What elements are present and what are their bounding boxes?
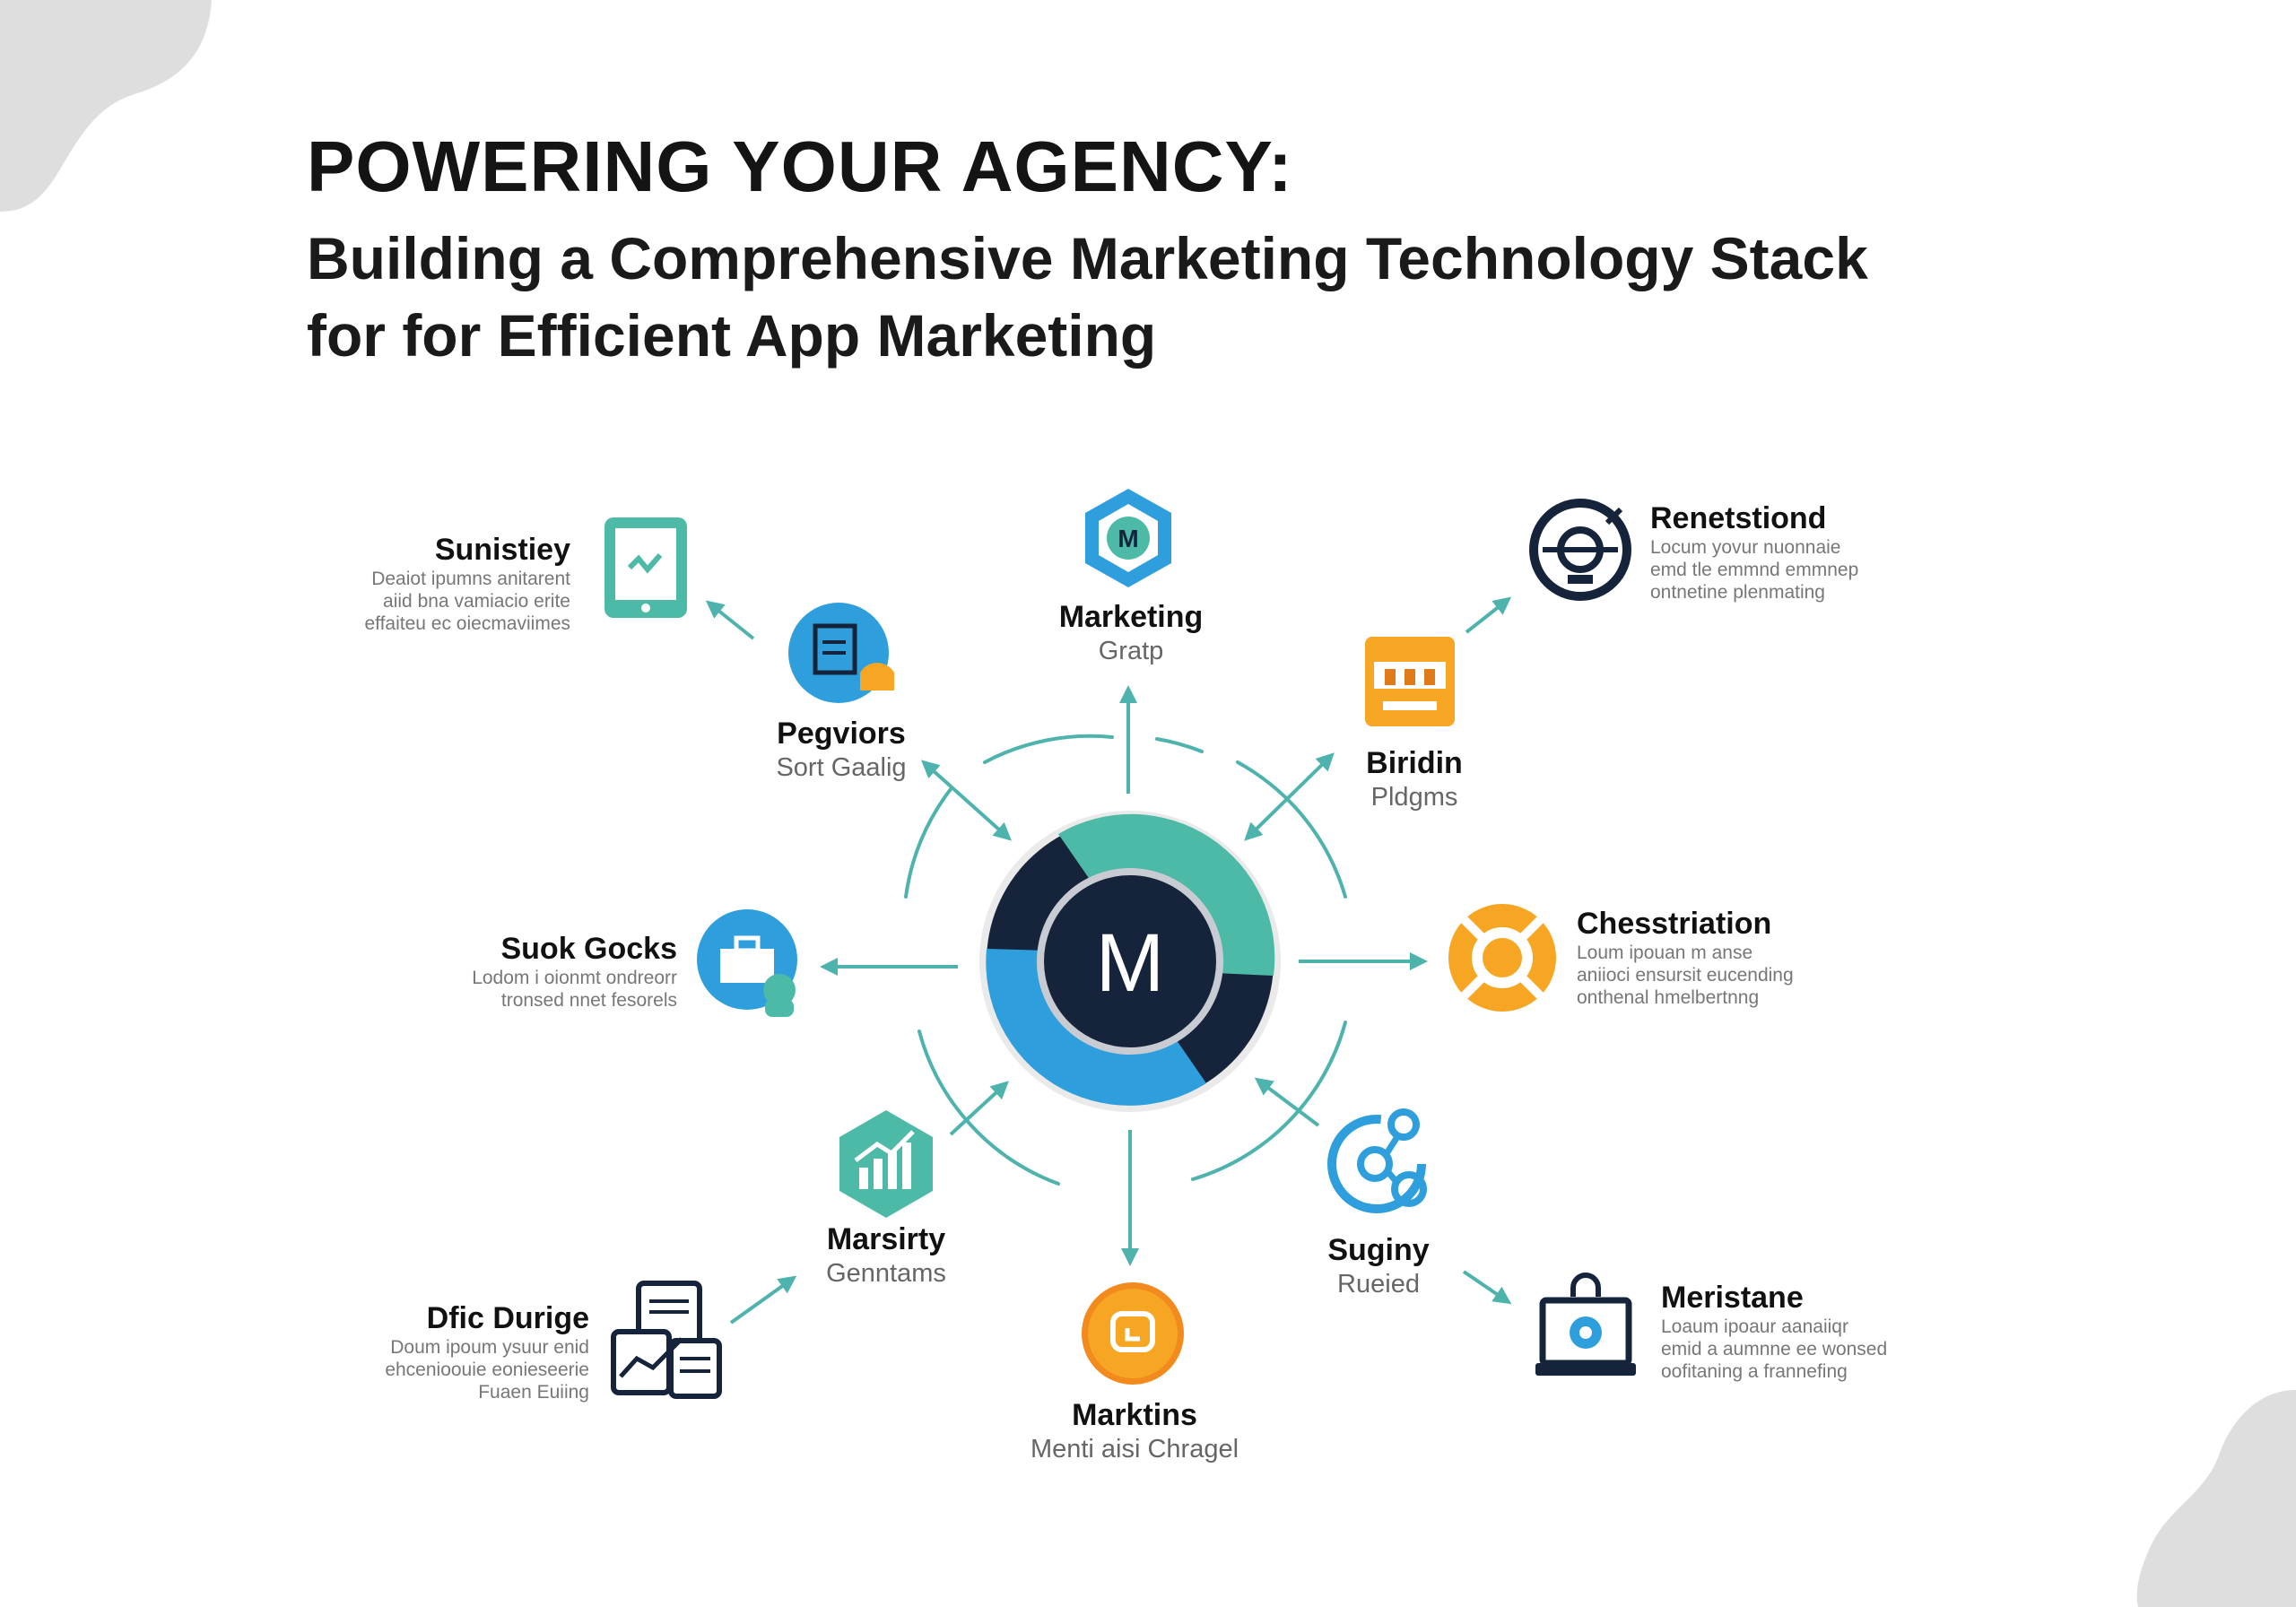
svg-text:M: M xyxy=(1118,525,1138,552)
node-suginy-name: Suginy xyxy=(1327,1233,1430,1267)
hub-segment-teal xyxy=(1058,813,1275,976)
node-sunistiey-desc-3: effaiteu ec oiecmaviimes xyxy=(364,613,570,634)
node-chesstriation: Chesstriation Loum ipouan m anse aniioci… xyxy=(1577,906,1794,1009)
node-meristane-desc-2: emid a aumnne ee wonsed xyxy=(1661,1339,1888,1359)
node-suginy: Suginy Rueied xyxy=(1327,1232,1429,1300)
node-sunistiey: Sunistiey Deaiot ipumns anitarent aiid b… xyxy=(364,532,570,635)
page-title: POWERING YOUR AGENCY: xyxy=(307,126,1293,206)
node-dfic-durige-desc-3: Fuaen Euiing xyxy=(478,1382,589,1403)
connector-arrows xyxy=(705,596,1512,1325)
subtitle-line-2: for for Efficient App Marketing xyxy=(307,302,1157,369)
arrow-suginy xyxy=(1254,1077,1320,1127)
node-chesstriation-desc-1: Loum ipouan m anse xyxy=(1577,942,1753,963)
node-marketing-name: Marketing xyxy=(1058,600,1204,634)
node-suok-gocks-desc-1: Lodom i oionmt ondreorr xyxy=(472,968,677,988)
node-marketing: Marketing Gratp xyxy=(1059,599,1204,667)
network-nodes-icon xyxy=(1327,1108,1427,1213)
node-marktins-sub: Menti aisi Chragel xyxy=(1030,1435,1239,1464)
subtitle-line-1: Building a Comprehensive Marketing Techn… xyxy=(307,225,1868,291)
node-biridin-name: Biridin xyxy=(1366,746,1463,780)
chat-bubble-icon xyxy=(1082,1282,1184,1385)
lifebuoy-icon xyxy=(1448,904,1556,1012)
hexagon-m-icon: M xyxy=(1085,489,1171,587)
node-pegviors: Pegviors Sort Gaalig xyxy=(776,716,906,784)
node-pegviors-name: Pegviors xyxy=(777,717,906,751)
node-meristane: Meristane Loaum ipoaur aanaiiqr emid a a… xyxy=(1661,1280,1887,1383)
arrow-dfic-durige xyxy=(729,1275,797,1325)
node-marsirty-sub: Genntams xyxy=(826,1259,946,1288)
corner-blob-bottom-right xyxy=(2136,1390,2296,1607)
storefront-icon xyxy=(1365,637,1455,726)
node-chesstriation-desc-2: aniioci ensursit eucending xyxy=(1577,965,1794,986)
node-marktins: Marktins Menti aisi Chragel xyxy=(1031,1397,1239,1465)
node-chesstriation-name: Chesstriation xyxy=(1577,907,1772,941)
node-meristane-desc-3: oofitaning a frannefing xyxy=(1661,1361,1848,1382)
node-suginy-sub: Rueied xyxy=(1337,1270,1420,1299)
node-dfic-durige-name: Dfic Durige xyxy=(426,1301,589,1335)
briefcase-person-icon xyxy=(697,909,797,1017)
laptop-lock-icon xyxy=(1535,1273,1636,1376)
page-subtitle: Building a Comprehensive Marketing Techn… xyxy=(307,220,2100,374)
analytics-documents-icon xyxy=(611,1281,722,1399)
node-renetstiond-desc-1: Locum yovur nuonnaie xyxy=(1650,537,1841,558)
tablet-checkmark-icon xyxy=(604,517,687,618)
node-chesstriation-desc-3: onthenal hmelbertnng xyxy=(1577,987,1760,1008)
central-hub: M xyxy=(979,811,1281,1112)
node-suok-gocks-name: Suok Gocks xyxy=(500,932,677,966)
node-renetstiond-desc-3: ontnetine plenmating xyxy=(1650,582,1825,603)
node-marketing-sub: Gratp xyxy=(1098,637,1164,665)
node-meristane-desc-1: Loaum ipoaur aanaiiqr xyxy=(1661,1316,1848,1337)
hub-letter: M xyxy=(1096,917,1165,1009)
node-renetstiond-desc-2: emd tle emmnd emmnep xyxy=(1650,560,1859,580)
arrow-marsirty xyxy=(949,1081,1009,1136)
node-suok-gocks: Suok Gocks Lodom i oionmt ondreorr trons… xyxy=(472,931,677,1012)
arrow-renetstiond xyxy=(1465,596,1512,634)
document-edit-icon xyxy=(788,603,894,703)
node-biridin-sub: Pldgms xyxy=(1370,783,1458,812)
node-sunistiey-name: Sunistiey xyxy=(434,533,570,567)
node-sunistiey-desc-2: aiid bna vamiacio erite xyxy=(383,591,570,612)
corner-blob-top-left xyxy=(0,0,212,212)
node-marsirty-name: Marsirty xyxy=(826,1222,946,1256)
target-gear-icon xyxy=(1529,499,1631,601)
node-biridin: Biridin Pldgms xyxy=(1366,745,1463,813)
node-dfic-durige: Dfic Durige Doum ipoum ysuur enid ehceni… xyxy=(385,1300,589,1403)
node-sunistiey-desc-1: Deaiot ipumns anitarent xyxy=(371,569,570,589)
node-renetstiond: Renetstiond Locum yovur nuonnaie emd tle… xyxy=(1650,500,1858,604)
arrow-biridin xyxy=(1244,752,1335,841)
arrow-sunistiey xyxy=(705,600,755,640)
bar-chart-hexagon-icon xyxy=(839,1110,933,1218)
node-marsirty: Marsirty Genntams xyxy=(826,1221,946,1290)
arrow-meristane xyxy=(1462,1270,1512,1305)
arrow-pegviors xyxy=(921,760,1012,841)
node-pegviors-sub: Sort Gaalig xyxy=(776,753,907,782)
node-renetstiond-name: Renetstiond xyxy=(1650,501,1827,535)
node-marktins-name: Marktins xyxy=(1072,1398,1197,1432)
node-suok-gocks-desc-2: tronsed nnet fesorels xyxy=(500,990,677,1011)
node-dfic-durige-desc-1: Doum ipoum ysuur enid xyxy=(390,1337,589,1358)
node-meristane-name: Meristane xyxy=(1661,1281,1804,1315)
node-dfic-durige-desc-2: ehcenioouie eonieseerie xyxy=(385,1359,589,1380)
